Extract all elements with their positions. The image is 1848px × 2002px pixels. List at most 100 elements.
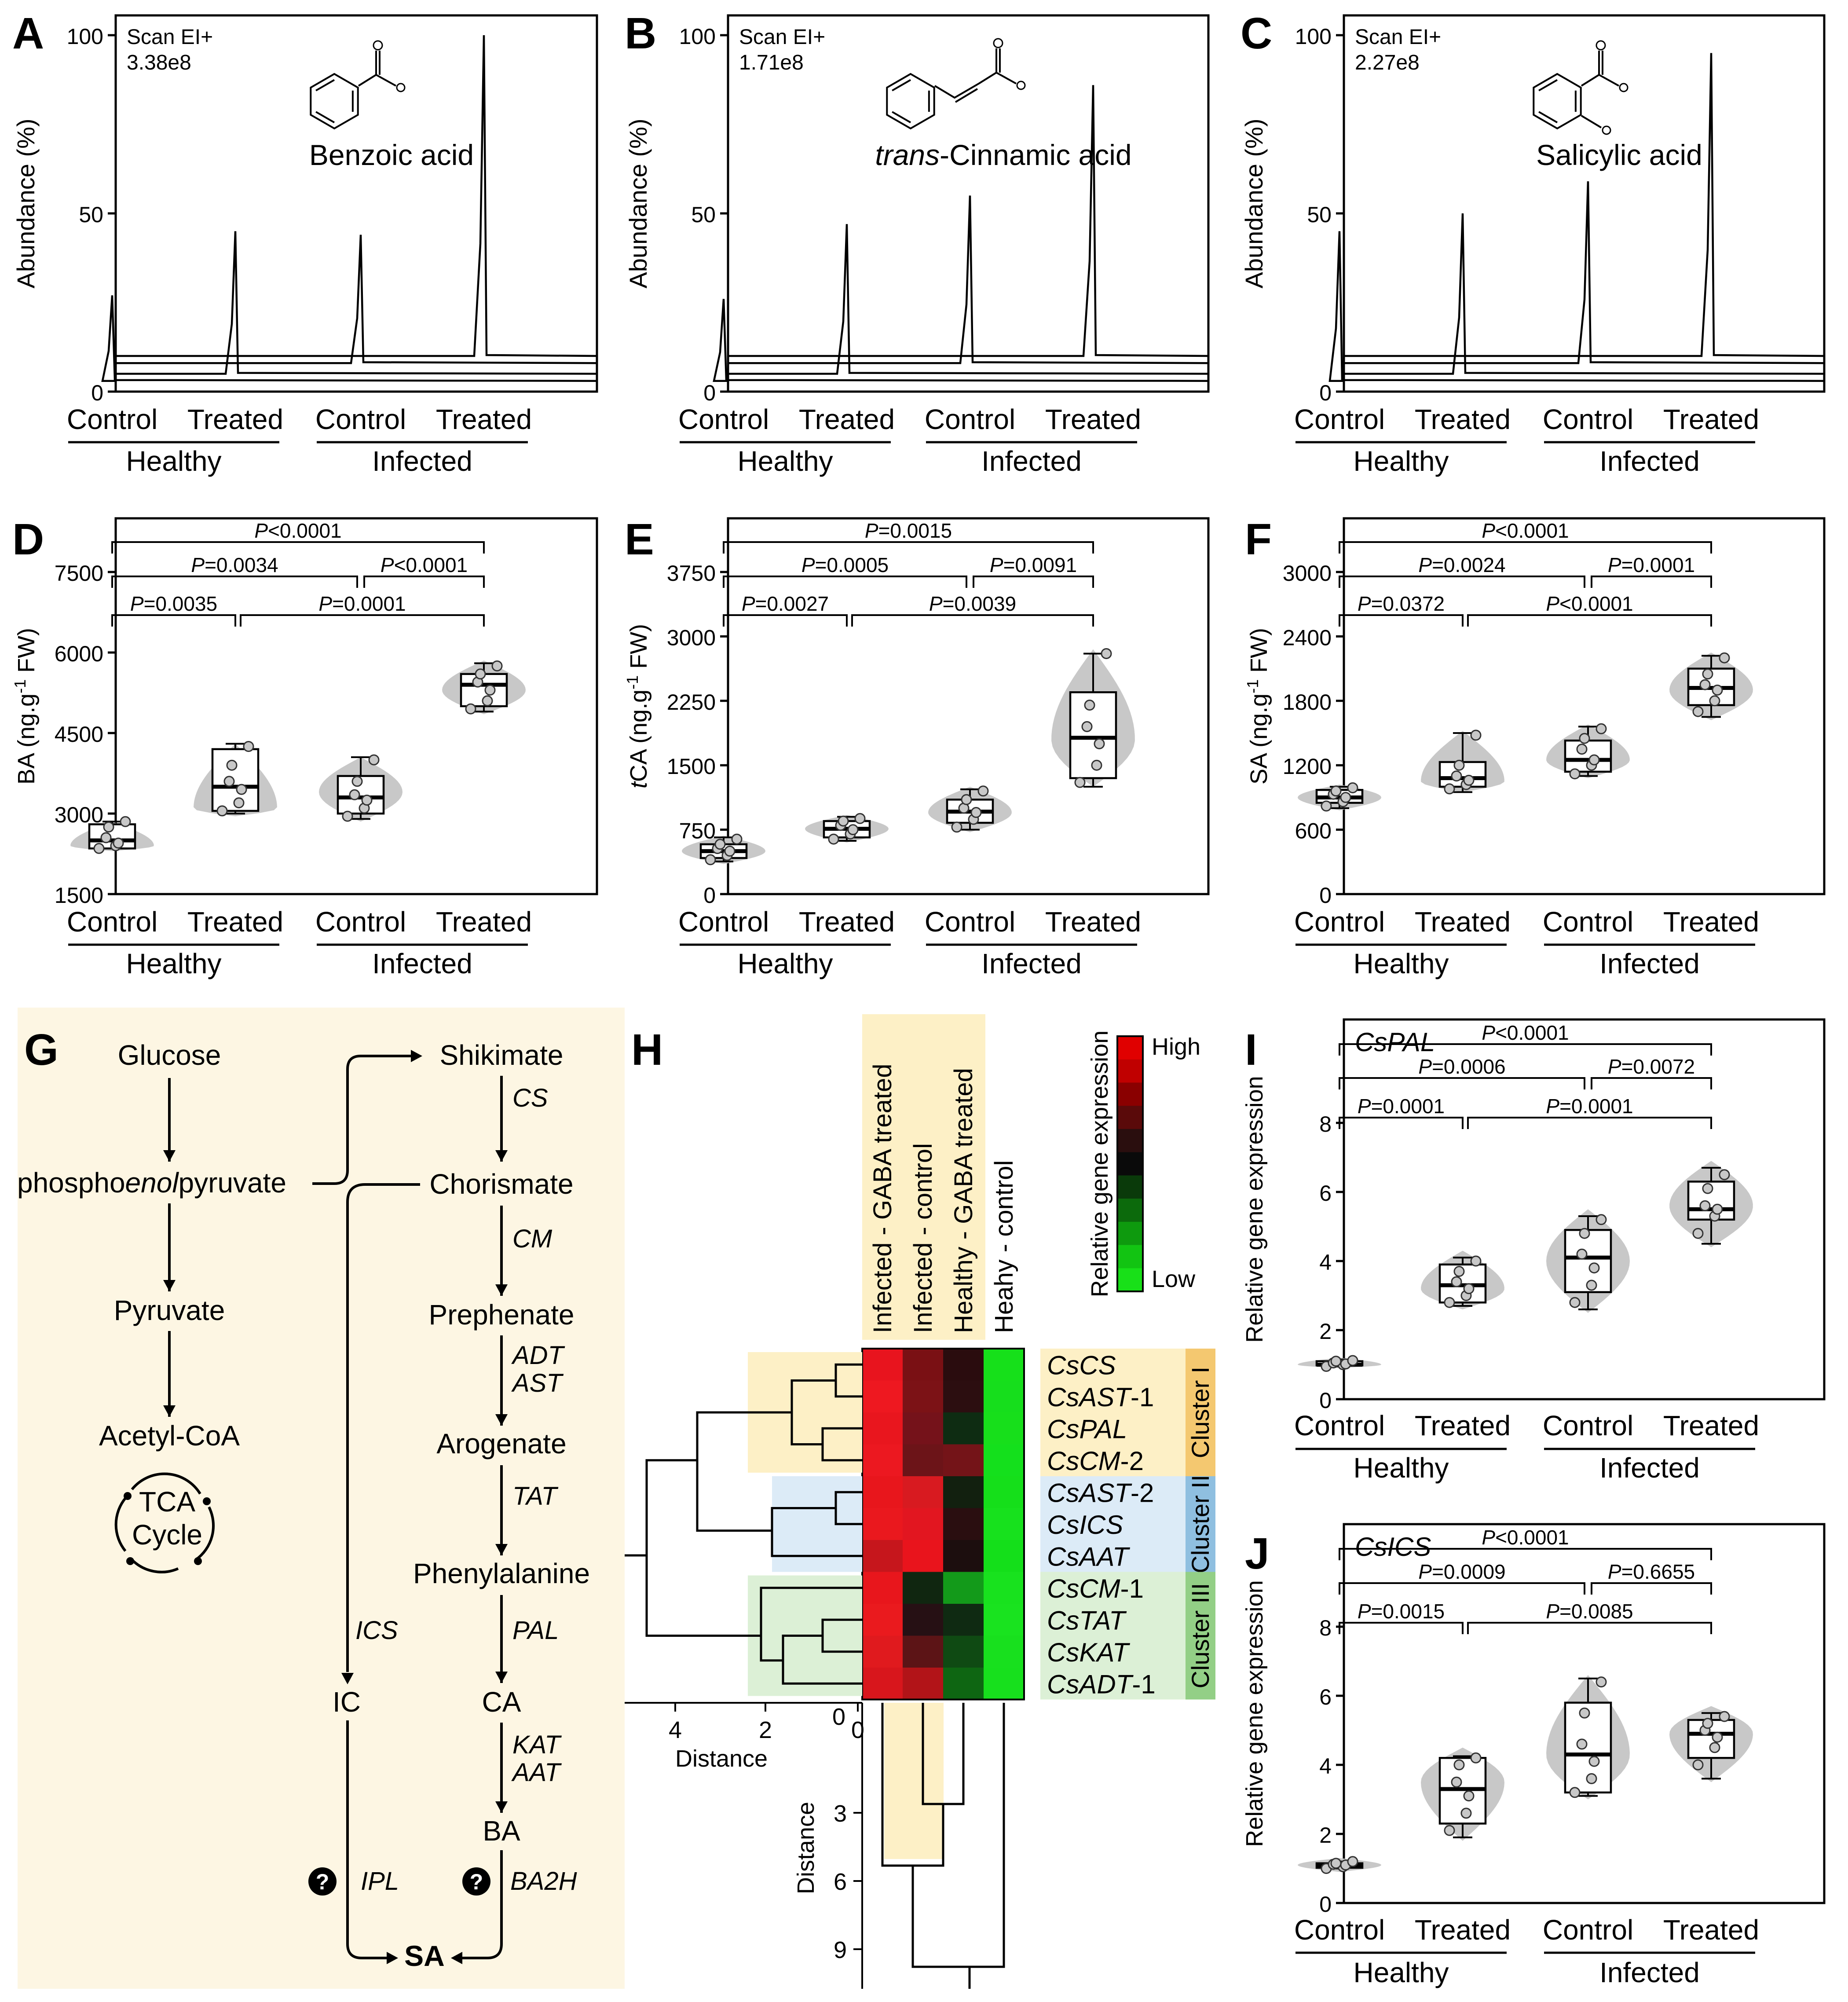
panel-letter-e: E [625, 515, 654, 564]
comparison-bracket-F-0 [1339, 614, 1464, 627]
arrow-pep-shikimate [312, 1055, 411, 1185]
salicylic-carboxyl-o [1596, 40, 1606, 51]
y-tick-label-E-5: 3750 [667, 561, 716, 586]
gene-name-8: CsTAT [1047, 1606, 1127, 1635]
data-point-F-1-4 [1453, 759, 1465, 771]
group-label-I-1: Infected [1599, 1452, 1700, 1484]
benzoic-carboxyl-c [358, 74, 377, 87]
data-point-J-3-5 [1719, 1711, 1730, 1722]
heatmap-cell-2-0 [862, 1412, 903, 1445]
data-point-E-2-2 [970, 807, 982, 818]
row-distance-label: Distance [675, 1745, 768, 1772]
data-point-J-1-3 [1451, 1776, 1462, 1788]
enzyme-ba2h: BA2H [510, 1867, 577, 1896]
node-pep-b: enol [125, 1167, 179, 1199]
p-value-E-0: P=0.0027 [742, 592, 829, 615]
data-point-E-1-5 [854, 813, 866, 824]
arrow-pep-pyruvate-head [163, 1280, 176, 1291]
data-point-I-2-4 [1579, 1228, 1590, 1239]
data-point-F-0-2 [1340, 792, 1351, 803]
y-tick-label-F-2: 1200 [1283, 754, 1332, 779]
node-phenylalanine: Phenylalanine [413, 1558, 590, 1589]
p-value-symbol-F-2: P [1418, 554, 1432, 576]
scan-scale-A: 3.38e8 [127, 51, 191, 74]
node-cycle: Cycle [132, 1519, 202, 1551]
plot-frame-A [114, 14, 598, 393]
compound-name-A: Benzoic acid [309, 139, 474, 171]
y-axis-label-D: BA (ng.g-1 FW) [11, 628, 40, 785]
heatmap-cell-9-2 [943, 1635, 984, 1668]
data-point-D-3-4 [475, 668, 486, 680]
enzyme-adt: ADT [511, 1341, 565, 1370]
arrow-ic-sa-head [387, 1952, 398, 1964]
data-point-I-1-0 [1444, 1297, 1455, 1308]
legend-swatch-4 [1117, 1129, 1143, 1153]
y-tick-label-C-1: 50 [1307, 202, 1332, 227]
cinnamic-carboxyl-coh [996, 72, 1017, 84]
data-point-E-1-0 [828, 833, 839, 845]
x-tick-label-C-3: Treated [1663, 403, 1759, 435]
arrow-shikimate-chain-1-head [495, 1284, 508, 1296]
comparison-bracket-J-4 [1339, 1548, 1712, 1560]
comparison-bracket-E-4 [723, 541, 1094, 554]
x-tick-label-I-3: Treated [1663, 1410, 1759, 1441]
data-point-F-1-5 [1470, 730, 1482, 741]
data-point-D-0-0 [93, 843, 105, 854]
gene-label-9: CsKAT [1047, 1638, 1131, 1667]
x-tick-label-A-3: Treated [436, 403, 532, 435]
cinnamic-carboxyl-c [978, 72, 997, 84]
heatmap-cell-9-1 [903, 1635, 943, 1668]
x-tick-label-J-0: Control [1294, 1914, 1385, 1946]
arrow-pep-shikimate-head [411, 1050, 422, 1062]
y-tick-label-B-0: 0 [703, 381, 716, 405]
p-value-E-3: P=0.0091 [990, 554, 1077, 576]
y-axis-label-J: Relative gene expression [1241, 1580, 1268, 1847]
p-value-text-E-4: =0.0015 [878, 519, 952, 542]
p-value-text-D-3: <0.0001 [394, 554, 468, 576]
scan-mode-B: Scan EI+ [739, 26, 825, 49]
p-value-symbol-I-2: P [1418, 1055, 1432, 1078]
y-axis-label-part-E-0: t [626, 781, 652, 788]
x-tick-label-D-0: Control [67, 906, 157, 938]
node-tca: TCA [139, 1486, 195, 1518]
p-value-text-J-4: <0.0001 [1495, 1526, 1569, 1549]
p-value-I-0: P=0.0001 [1358, 1095, 1445, 1118]
heatmap-cell-7-3 [984, 1572, 1024, 1604]
node-acetyl-coa: Acetyl-CoA [99, 1420, 240, 1452]
cinnamic-carboxyl-o [993, 38, 1003, 48]
y-tick-label-J-4: 8 [1319, 1616, 1332, 1640]
gene-label-4: CsAST-2 [1047, 1478, 1154, 1507]
y-tick-label-B-1: 50 [691, 202, 716, 227]
p-value-I-2: P=0.0006 [1418, 1055, 1505, 1078]
p-value-symbol-I-3: P [1608, 1055, 1621, 1078]
heatmap-cell-7-0 [862, 1572, 903, 1604]
gene-label-7: CsCM-1 [1047, 1574, 1144, 1603]
p-value-symbol-D-0: P [130, 592, 144, 615]
unknown-enzyme-ipl-icon [308, 1867, 337, 1896]
comparison-bracket-F-4 [1339, 541, 1712, 554]
group-label-C-0: Healthy [1354, 445, 1449, 477]
data-point-D-2-3 [349, 789, 360, 800]
comparison-bracket-J-1 [1467, 1622, 1712, 1634]
panel-letter-a: A [12, 9, 44, 58]
heatmap-cell-5-2 [943, 1508, 984, 1540]
data-point-D-2-0 [342, 810, 353, 822]
x-tick-label-J-3: Treated [1663, 1914, 1759, 1946]
enzyme-pal: PAL [512, 1616, 559, 1645]
p-value-D-4: P<0.0001 [254, 519, 341, 542]
data-point-J-2-4 [1579, 1707, 1590, 1719]
salicylic-carboxyl-oh [1619, 83, 1628, 92]
benzoic-carboxyl-coh [376, 74, 396, 87]
p-value-text-E-2: =0.0005 [815, 554, 889, 576]
heatmap-cell-0-2 [943, 1349, 984, 1381]
arrow-ba-sa-head [451, 1952, 462, 1964]
y-tick-label-E-2: 1500 [667, 754, 716, 779]
p-value-J-1: P=0.0085 [1546, 1600, 1633, 1623]
row-dendrogram-branch-8 [760, 1587, 862, 1662]
y-tick-label-D-0: 1500 [55, 883, 103, 908]
y-tick-label-J-0: 0 [1319, 1892, 1332, 1917]
y-tick-label-I-0: 0 [1319, 1388, 1332, 1413]
x-tick-label-E-0: Control [678, 906, 769, 938]
